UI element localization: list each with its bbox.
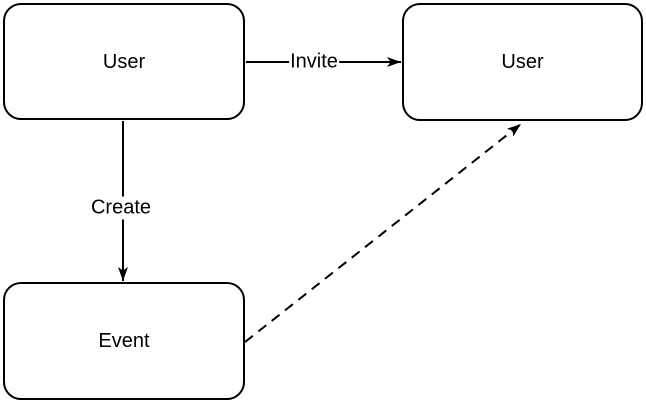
node-user-right[interactable]: User (402, 3, 643, 121)
node-user-left[interactable]: User (3, 3, 245, 120)
node-user-left-label: User (102, 50, 146, 73)
node-event[interactable]: Event (3, 282, 245, 400)
edge-event-to-user-dashed-line[interactable] (244, 123, 522, 343)
edge-invite-label: Invite (289, 50, 339, 74)
node-event-label: Event (98, 330, 150, 352)
node-user-right-label: User (501, 51, 544, 73)
edge-create-label: Create (89, 196, 153, 220)
